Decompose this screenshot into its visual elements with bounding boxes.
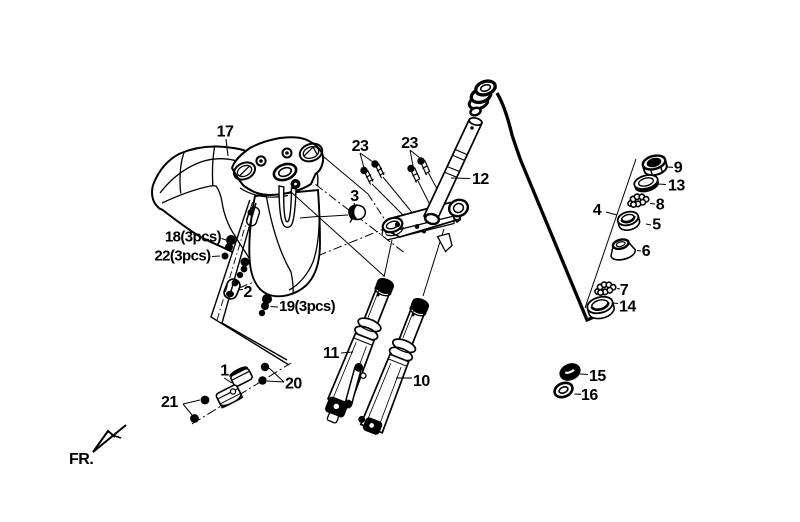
svg-text:23: 23	[352, 138, 369, 155]
svg-text:14: 14	[619, 299, 636, 316]
svg-text:7: 7	[620, 282, 629, 299]
svg-text:5: 5	[652, 217, 661, 234]
svg-text:2: 2	[244, 284, 253, 301]
svg-text:10: 10	[413, 373, 430, 390]
svg-text:18(3pcs): 18(3pcs)	[165, 229, 222, 246]
svg-text:11: 11	[323, 345, 340, 362]
svg-text:17: 17	[217, 124, 234, 141]
svg-text:6: 6	[642, 243, 651, 260]
svg-text:22(3pcs): 22(3pcs)	[154, 248, 211, 265]
svg-text:4: 4	[593, 202, 602, 219]
svg-text:1: 1	[220, 363, 229, 380]
svg-text:13: 13	[668, 178, 685, 195]
svg-text:8: 8	[656, 197, 665, 214]
svg-text:9: 9	[674, 160, 683, 177]
svg-text:3: 3	[350, 188, 359, 205]
svg-text:20: 20	[285, 376, 302, 393]
svg-text:12: 12	[472, 171, 489, 188]
svg-text:15: 15	[589, 368, 606, 385]
svg-text:23: 23	[401, 135, 418, 152]
svg-text:16: 16	[581, 387, 598, 404]
svg-text:FR.: FR.	[69, 451, 93, 468]
svg-text:19(3pcs): 19(3pcs)	[279, 298, 336, 315]
svg-text:21: 21	[161, 394, 178, 411]
